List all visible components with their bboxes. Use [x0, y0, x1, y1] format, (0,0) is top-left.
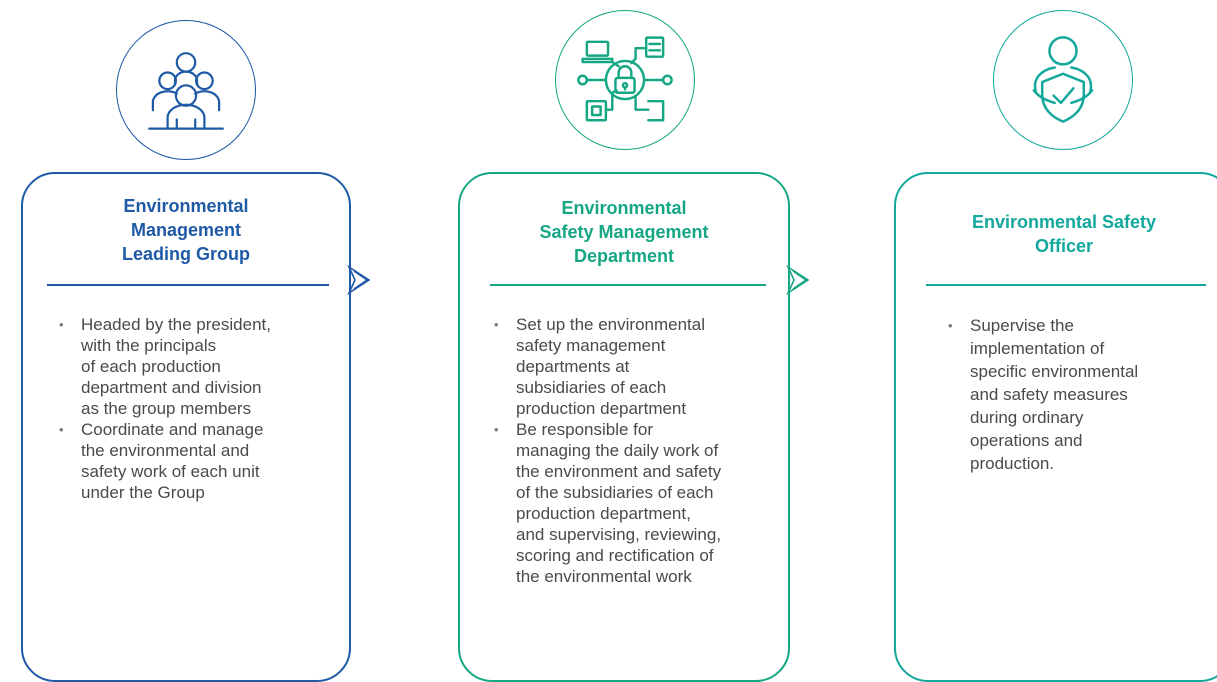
list-item: Coordinate and manage the environmental … — [55, 419, 345, 503]
icon-circle-leading-group — [116, 20, 256, 160]
icon-circle-safety-officer — [993, 10, 1133, 150]
network-lock-icon — [577, 36, 673, 122]
double-chevron-right-icon — [347, 265, 371, 295]
card-safety-officer: Environmental Safety Officer Supervise t… — [894, 172, 1217, 682]
list-item: Supervise the implementation of specific… — [944, 314, 1204, 475]
group-of-people-icon — [148, 52, 224, 130]
card-title-leading-group: Environmental Management Leading Group — [122, 196, 250, 264]
list-item: Be responsible for managing the daily wo… — [490, 419, 782, 587]
person-shield-check-icon — [1032, 36, 1094, 123]
card-safety-department: Environmental Safety Management Departme… — [458, 172, 790, 682]
list-item: Set up the environmental safety manageme… — [490, 314, 782, 419]
double-chevron-right-icon — [786, 265, 810, 295]
bullet-list-safety-department: Set up the environmental safety manageme… — [490, 314, 782, 587]
card-divider — [490, 284, 766, 286]
list-item: Headed by the president, with the princi… — [55, 314, 345, 419]
card-divider — [926, 284, 1206, 286]
card-title-safety-officer: Environmental Safety Officer — [971, 212, 1157, 256]
card-title-safety-department: Environmental Safety Management Departme… — [539, 198, 709, 266]
icon-circle-safety-department — [555, 10, 695, 150]
card-leading-group: Environmental Management Leading Group H… — [21, 172, 351, 682]
bullet-list-leading-group: Headed by the president, with the princi… — [55, 314, 345, 503]
bullet-list-safety-officer: Supervise the implementation of specific… — [944, 314, 1204, 475]
card-divider — [47, 284, 329, 286]
